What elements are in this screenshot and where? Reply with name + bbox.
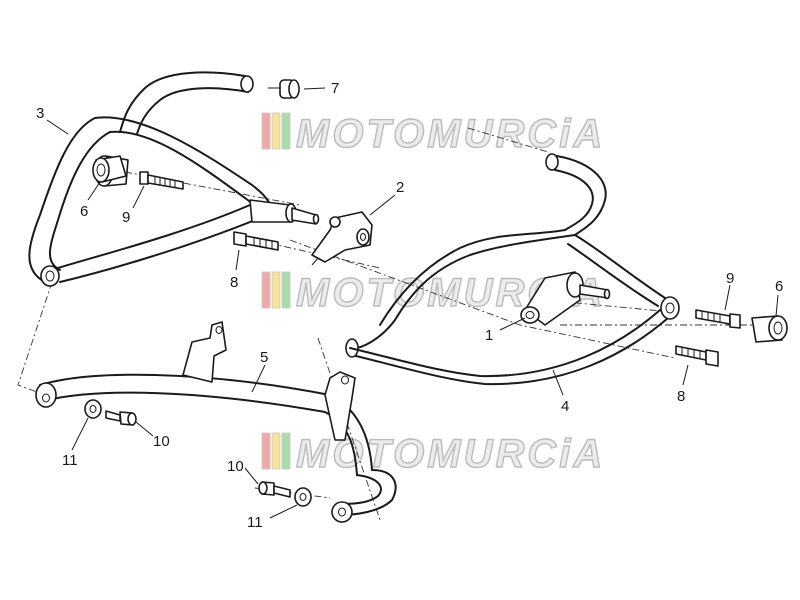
callout-labels: 3 7 2 6 9 8 1 9 6 8 4 5 11 10 10 11 <box>36 80 783 531</box>
callout-11-right: 11 <box>247 514 263 531</box>
watermark-top: MOTOMURCiA <box>261 111 605 157</box>
lower-bracket-bar <box>35 321 397 523</box>
callout-6-right: 6 <box>775 278 783 295</box>
left-crash-bar <box>28 71 320 287</box>
callout-9-right: 9 <box>726 270 734 287</box>
watermark-text: MOTOMURCiA <box>296 432 605 476</box>
callout-11-left: 11 <box>62 452 78 469</box>
callout-8-right: 8 <box>677 388 685 405</box>
watermark-text: MOTOMURCiA <box>296 112 605 156</box>
bolt-right <box>695 309 741 329</box>
callout-3: 3 <box>36 105 44 122</box>
watermark-logo-stripes <box>261 271 291 309</box>
screw-right <box>258 481 291 498</box>
bolt-8-right <box>675 345 719 367</box>
bolt-8-left <box>233 231 279 251</box>
bolt-left <box>139 171 184 190</box>
washer-right <box>294 487 312 507</box>
watermark-logo-stripes <box>261 112 291 150</box>
watermark-bottom: MOTOMURCiA <box>261 431 605 477</box>
right-crash-bar <box>345 153 680 386</box>
callout-7: 7 <box>331 80 339 97</box>
screw-left <box>105 410 137 426</box>
callout-1: 1 <box>485 327 493 344</box>
callout-5: 5 <box>260 349 268 366</box>
mount-plate <box>311 211 373 266</box>
callout-10-right: 10 <box>227 458 244 475</box>
callout-10-left: 10 <box>153 433 170 450</box>
callout-9-left: 9 <box>122 209 130 226</box>
callout-6-left: 6 <box>80 203 88 220</box>
rubber-cap <box>268 79 300 99</box>
washer-left <box>84 399 102 419</box>
callout-4: 4 <box>561 398 569 415</box>
bushing-right <box>751 315 788 343</box>
bushing-left <box>92 155 127 183</box>
callout-2: 2 <box>396 179 404 196</box>
callout-8-left: 8 <box>230 274 238 291</box>
watermark-logo-stripes <box>261 432 291 470</box>
leader-lines <box>46 87 779 519</box>
